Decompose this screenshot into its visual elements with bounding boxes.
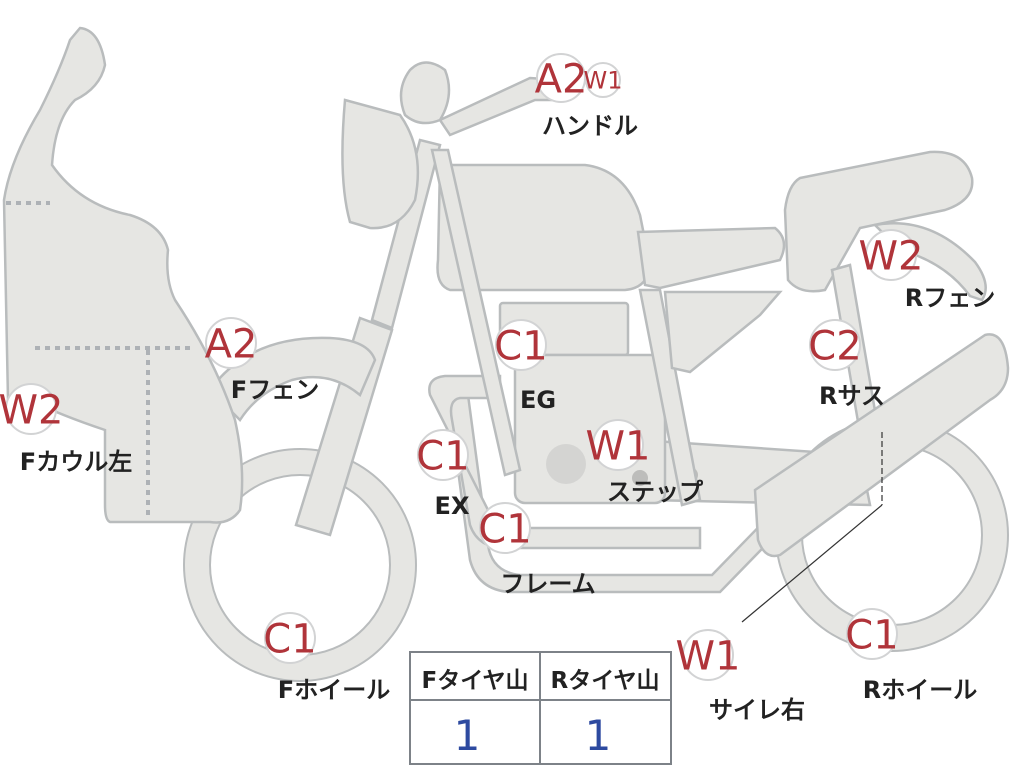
badge-grade: C2	[808, 323, 861, 369]
badge-front-cowl-left: W2	[0, 383, 64, 435]
badge-engine: C1	[494, 319, 548, 371]
badge-circle	[592, 419, 644, 471]
engine-cover	[546, 444, 586, 484]
badge-front-wheel: C1	[263, 612, 317, 664]
label-front-fender: Fフェン	[231, 376, 319, 404]
badge-circle	[417, 429, 469, 481]
label-handle: ハンドル	[542, 112, 638, 140]
battery-box-shape	[663, 290, 783, 374]
badge-circle	[865, 229, 917, 281]
badge-grade: C1	[845, 612, 898, 658]
badge-grade: W2	[859, 233, 924, 279]
badge-grade: C1	[478, 506, 531, 552]
badge-grade: A2	[535, 56, 588, 102]
badge-rear-wheel: C1	[845, 608, 899, 660]
badge-grade: W1	[586, 423, 651, 469]
badge-rear-fender: W2	[859, 229, 924, 281]
badge-circle	[536, 53, 586, 103]
badge-handle-main: A2	[535, 53, 588, 103]
step-peg-1	[632, 470, 648, 486]
cowl-panel-lines	[6, 201, 195, 518]
seat-shape	[783, 150, 974, 293]
label-step: ステップ	[607, 478, 704, 506]
badge-circle	[846, 608, 898, 660]
badge-circle	[585, 62, 621, 98]
frame-backbone-shape	[430, 148, 522, 477]
table-value-rear-tire: 1	[585, 711, 612, 760]
badge-muffler-right: W1	[676, 629, 741, 681]
badge-grade: C1	[416, 433, 469, 479]
front-wheel-shape	[184, 449, 416, 681]
badge-circle	[682, 629, 734, 681]
badge-frame: C1	[478, 502, 532, 554]
badge-grade: C1	[263, 616, 316, 662]
label-rear-suspension: Rサス	[819, 382, 885, 410]
badge-circle	[5, 383, 57, 435]
label-front-cowl-left: Fカウル左	[20, 448, 132, 476]
label-muffler-right: サイレ右	[709, 696, 805, 724]
label-engine: EG	[520, 386, 556, 414]
table-header-front-tire: Fタイヤ山	[421, 668, 528, 694]
tire-tread-table: Fタイヤ山 Rタイヤ山 1 1	[409, 651, 672, 765]
badge-grade: C1	[494, 323, 547, 369]
badge-circle	[495, 319, 547, 371]
side-cover-shape	[636, 226, 786, 290]
label-rear-fender: Rフェン	[905, 284, 995, 312]
badge-grade: W1	[676, 633, 741, 679]
label-front-wheel: Fホイール	[278, 676, 390, 704]
muffler-leader	[741, 432, 883, 623]
badge-circle	[479, 502, 531, 554]
label-exhaust: EX	[435, 492, 470, 520]
badge-grade: W2	[0, 387, 64, 433]
headlight-shape	[341, 98, 420, 230]
front-wheel-outline-outer	[183, 448, 417, 682]
badge-grade: A2	[205, 321, 258, 367]
badge-circle	[205, 317, 257, 369]
frame-rear-shape	[638, 288, 702, 507]
badge-rear-suspension: C2	[808, 319, 862, 371]
table-value-front-tire: 1	[454, 711, 481, 760]
label-rear-wheel: Rホイール	[863, 676, 977, 704]
badge-front-fender: A2	[205, 317, 258, 369]
table-header-rear-tire: Rタイヤ山	[550, 668, 659, 694]
mirror-shape	[399, 61, 451, 125]
badge-exhaust: C1	[416, 429, 470, 481]
label-frame: フレーム	[500, 570, 595, 598]
muffler-leader-diagonal	[741, 504, 883, 623]
badge-handle-sub: W1	[584, 62, 623, 98]
front-cowl-shape	[2, 26, 244, 524]
badge-circle	[809, 319, 861, 371]
badge-circle	[264, 612, 316, 664]
badge-step: W1	[586, 419, 651, 471]
part-labels: ハンドル Rフェン Fフェン EG Rサス Fカウル左 EX ステップ フレーム…	[20, 112, 995, 724]
badge-grade: W1	[584, 67, 623, 95]
